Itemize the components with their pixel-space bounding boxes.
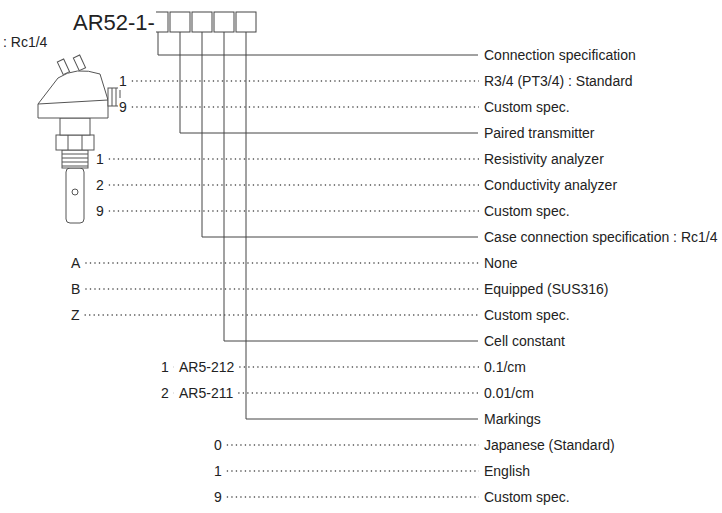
option-code: 9 xyxy=(95,202,105,220)
dotted-leader xyxy=(109,184,479,185)
bracket-lines xyxy=(158,32,478,419)
dotted-leader xyxy=(109,210,479,211)
option-code: 1 xyxy=(95,150,105,168)
bracket-line xyxy=(202,32,478,237)
code-box xyxy=(236,12,256,32)
option-text: Custom spec. xyxy=(483,306,571,324)
sensor-hole xyxy=(72,189,78,195)
dotted-leader xyxy=(173,392,175,393)
option-text: Custom spec. xyxy=(483,202,571,220)
option-text: R3/4 (PT3/4) : Standard xyxy=(483,72,634,90)
model-code: AR52-1- xyxy=(72,10,156,36)
dotted-leader xyxy=(132,106,479,107)
option-text: Resistivity analyzer xyxy=(483,150,605,168)
hex-lines xyxy=(68,135,82,150)
code-box xyxy=(192,12,212,32)
option-text: English xyxy=(483,462,531,480)
bracket-line xyxy=(224,32,478,341)
dotted-leader xyxy=(85,262,479,263)
code-box xyxy=(170,12,190,32)
dotted-leader xyxy=(238,392,479,393)
head-edge xyxy=(38,100,108,104)
callout-text: : Rc1/4 xyxy=(2,33,48,51)
head-lug xyxy=(57,59,69,75)
sensor-thread xyxy=(62,150,88,168)
option-code: A xyxy=(70,254,81,272)
category-label: Case connection specification : Rc1/4 xyxy=(483,228,718,246)
option-code: Z xyxy=(70,306,81,324)
dotted-leader xyxy=(85,314,479,315)
option-text: Conductivity analyzer xyxy=(483,176,618,194)
option-text: Custom spec. xyxy=(483,488,571,506)
option-code: 2 xyxy=(160,384,170,402)
category-label: Paired transmitter xyxy=(483,124,595,142)
head-lug xyxy=(73,55,85,71)
option-code: 0 xyxy=(213,436,223,454)
sensor-stem xyxy=(66,168,84,223)
model-number: AR5-211 xyxy=(178,384,234,402)
dotted-leader xyxy=(132,80,479,81)
option-text: None xyxy=(483,254,518,272)
dotted-leader xyxy=(109,158,479,159)
category-label: Markings xyxy=(483,410,542,428)
category-label: Cell constant xyxy=(483,332,566,350)
code-box xyxy=(214,12,234,32)
bracket-line xyxy=(246,32,478,419)
option-code: 1 xyxy=(160,358,170,376)
option-text: Equipped (SUS316) xyxy=(483,280,610,298)
thread-lines xyxy=(62,154,88,166)
dotted-leader xyxy=(227,444,479,445)
dotted-leader xyxy=(173,366,175,367)
option-text: 0.01/cm xyxy=(483,384,535,402)
dotted-leader xyxy=(227,470,479,471)
sensor-hex xyxy=(56,135,94,150)
option-code: 9 xyxy=(118,98,128,116)
gland-ridges xyxy=(112,88,116,106)
model-number: AR5-212 xyxy=(178,358,235,376)
option-code: 1 xyxy=(213,462,223,480)
dotted-leader xyxy=(239,366,479,367)
code-boxes xyxy=(148,12,256,32)
bracket-line xyxy=(158,32,478,55)
option-code: 2 xyxy=(95,176,105,194)
sensor-illustration xyxy=(38,55,120,223)
sensor-neck xyxy=(60,118,90,135)
option-text: Custom spec. xyxy=(483,98,571,116)
dotted-leader xyxy=(85,288,479,289)
category-label: Connection specification xyxy=(483,46,637,64)
option-code: 9 xyxy=(213,488,223,506)
option-text: 0.1/cm xyxy=(483,358,527,376)
option-text: Japanese (Standard) xyxy=(483,436,616,454)
option-code: 1 xyxy=(118,72,128,90)
dotted-leader xyxy=(227,496,479,497)
bracket-line xyxy=(180,32,478,133)
option-code: B xyxy=(70,280,81,298)
sensor-head xyxy=(38,71,108,118)
